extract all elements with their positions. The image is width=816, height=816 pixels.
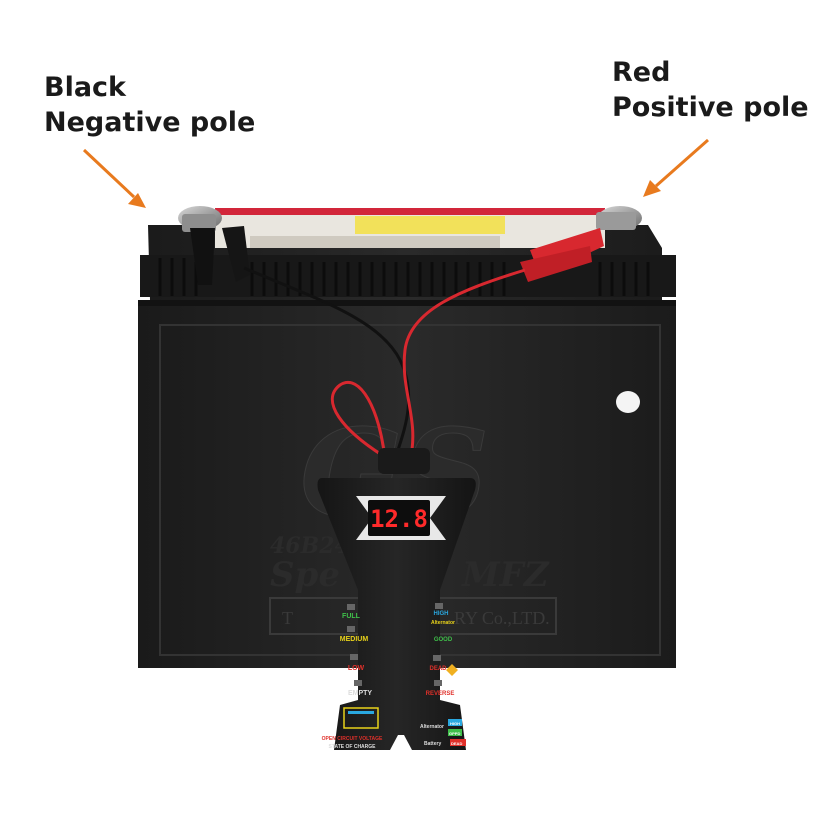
indicator-alternator: Alternator (431, 620, 455, 626)
arrow-to-positive (643, 138, 709, 197)
positive-pole-text: Positive pole (612, 92, 809, 123)
legend-good: GPPD (449, 731, 460, 736)
black-clip (182, 214, 250, 285)
soc-text: STATE OF CHARGE (328, 744, 376, 750)
indicator-good: GOOD (434, 637, 453, 643)
indicator-high: HIGH (434, 611, 449, 617)
indicator-medium: MEDIUM (340, 636, 369, 643)
black-color-text: Black (44, 72, 127, 103)
indicator-reverse: REVERSE (426, 691, 455, 697)
black-negative-label: Black Negative pole (44, 70, 255, 140)
negative-pole-text: Negative pole (44, 107, 256, 138)
battery-tester: 12.8 FULL MEDIUM LOW EMPTY HIGH Alternat… (317, 448, 476, 750)
company-right: RY Co.,LTD. (454, 608, 550, 628)
series-left: Spe (270, 555, 340, 595)
voltage-display: 12.8 (370, 505, 428, 533)
indicator-low: LOW (348, 665, 365, 672)
battery-icon (343, 707, 379, 729)
ocv-text: OPEN CIRCUIT VOLTAGE (322, 736, 383, 742)
red-positive-label: Red Positive pole (612, 55, 809, 125)
red-clip (520, 212, 636, 282)
series-right: MFZ (461, 555, 550, 595)
red-color-text: Red (612, 57, 671, 88)
legend-dead: DEAD (451, 741, 462, 746)
legend-battery: Battery (424, 741, 441, 747)
indicator-dead: DEAD (429, 666, 447, 672)
indicator-empty: EMPTY (348, 690, 372, 697)
indicator-full: FULL (342, 613, 361, 620)
company-left: T (282, 608, 293, 628)
legend-high: HIGH (450, 721, 460, 726)
arrow-to-negative (82, 148, 146, 208)
legend-alternator: Alternator (420, 724, 444, 730)
model-code: 46B24 (270, 533, 350, 559)
